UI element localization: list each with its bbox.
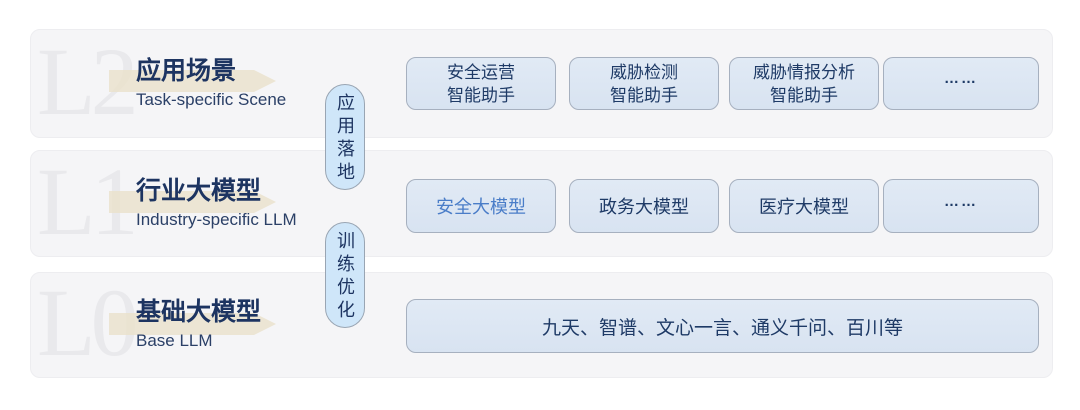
base-llm-box: 九天、智谱、文心一言、通义千问、百川等 (406, 299, 1039, 353)
connector-pill-training-optimization: 训练优化 (325, 222, 365, 328)
connector-label: 应用落地 (335, 93, 355, 185)
scene-box-security-ops-assistant: 安全运营 智能助手 (406, 57, 556, 110)
scene-box-threat-detection-assistant: 威胁检测 智能助手 (569, 57, 719, 110)
box-label: 医疗大模型 (759, 197, 849, 217)
title-arrow-decoration (109, 313, 276, 335)
box-label: 安全运营 智能助手 (447, 62, 515, 105)
box-label: 九天、智谱、文心一言、通义千问、百川等 (541, 317, 903, 339)
box-label: 安全大模型 (436, 197, 526, 217)
connector-pill-application-deployment: 应用落地 (325, 84, 365, 190)
box-label: …… (944, 192, 978, 210)
box-label: 威胁检测 智能助手 (610, 62, 678, 105)
layer-panel-l0: L0 基础大模型 Base LLM 九天、智谱、文心一言、通义千问、百川等 (30, 272, 1053, 378)
layer-l2-heading: 应用场景 Task-specific Scene (136, 30, 286, 137)
layer-panel-l2: L2 应用场景 Task-specific Scene 安全运营 智能助手 威胁… (30, 29, 1053, 138)
llm-box-security-llm: 安全大模型 (406, 179, 556, 233)
layer-l0-heading: 基础大模型 Base LLM (136, 273, 261, 377)
layer-subtitle: Task-specific Scene (136, 89, 287, 109)
layer-title: 应用场景 (136, 56, 237, 85)
layer-title: 基础大模型 (136, 298, 262, 327)
box-label: …… (944, 70, 978, 87)
title-arrow-decoration (109, 70, 276, 92)
llm-box-medical-llm: 医疗大模型 (729, 179, 879, 233)
layer-subtitle: Base LLM (136, 331, 213, 351)
llm-box-government-llm: 政务大模型 (569, 179, 719, 233)
box-label: 政务大模型 (599, 197, 689, 217)
llm-box-more-ellipsis: …… (883, 179, 1039, 233)
title-arrow-decoration (109, 191, 276, 213)
layer-l1-heading: 行业大模型 Industry-specific LLM (136, 151, 297, 256)
layer-title: 行业大模型 (136, 176, 262, 205)
scene-box-threat-intel-assistant: 威胁情报分析 智能助手 (729, 57, 879, 110)
scene-box-more-ellipsis: …… (883, 57, 1039, 110)
layer-subtitle: Industry-specific LLM (136, 209, 297, 229)
layer-panel-l1: L1 行业大模型 Industry-specific LLM 安全大模型 政务大… (30, 150, 1053, 257)
connector-label: 训练优化 (335, 231, 355, 323)
box-label: 威胁情报分析 智能助手 (753, 62, 855, 105)
